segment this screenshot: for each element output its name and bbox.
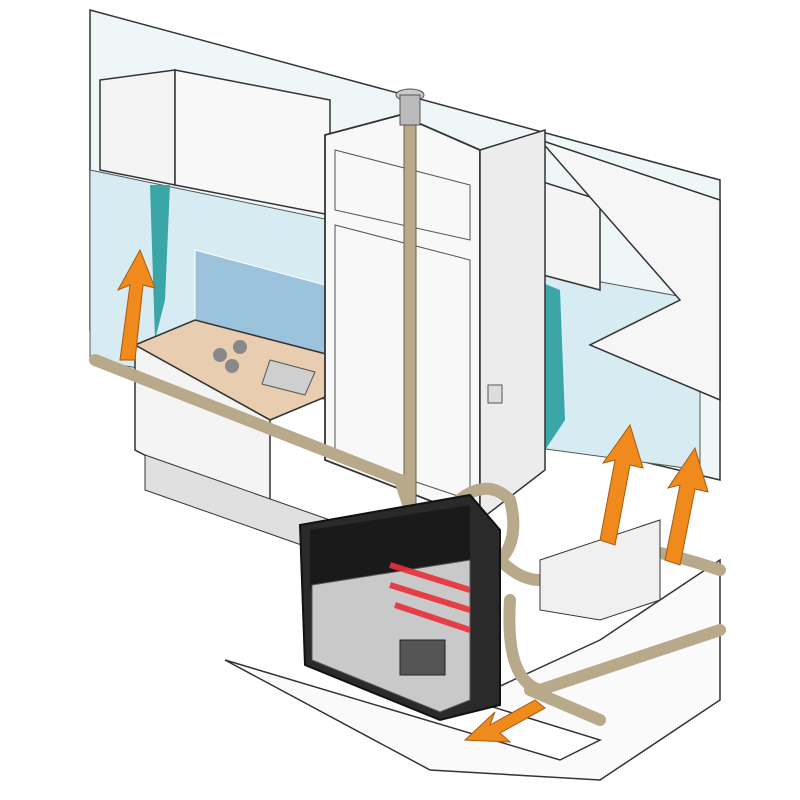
flue-pipe [395, 88, 425, 521]
arrow-up-icon [116, 248, 156, 361]
upper-cabinets [99, 69, 721, 402]
arrow-up-icon [599, 423, 644, 546]
kitchen-unit [133, 319, 331, 556]
arrow-up-icon [664, 446, 709, 566]
tall-cabinet [324, 114, 546, 522]
heat-element [389, 562, 471, 633]
arrow-down-icon [463, 699, 546, 743]
insulation-block [539, 519, 661, 621]
warm-air-arrows [116, 248, 709, 743]
heater [298, 493, 501, 722]
